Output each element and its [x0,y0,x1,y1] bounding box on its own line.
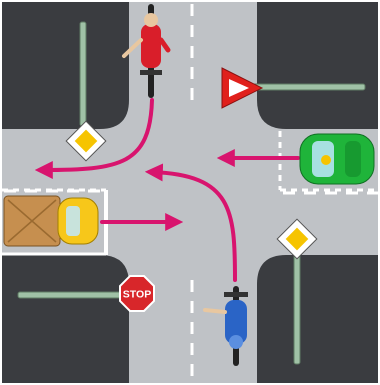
sidewalk-bottom-left [2,255,129,383]
stop-sign: STOP [120,276,154,311]
sidewalk-top-left [2,2,129,129]
green-car [300,134,374,184]
sidewalk-bottom-right [257,255,378,383]
sidewalk-top-right [257,2,378,129]
yellow-delivery-truck [4,196,98,246]
stop-sign-label: STOP [123,289,151,301]
